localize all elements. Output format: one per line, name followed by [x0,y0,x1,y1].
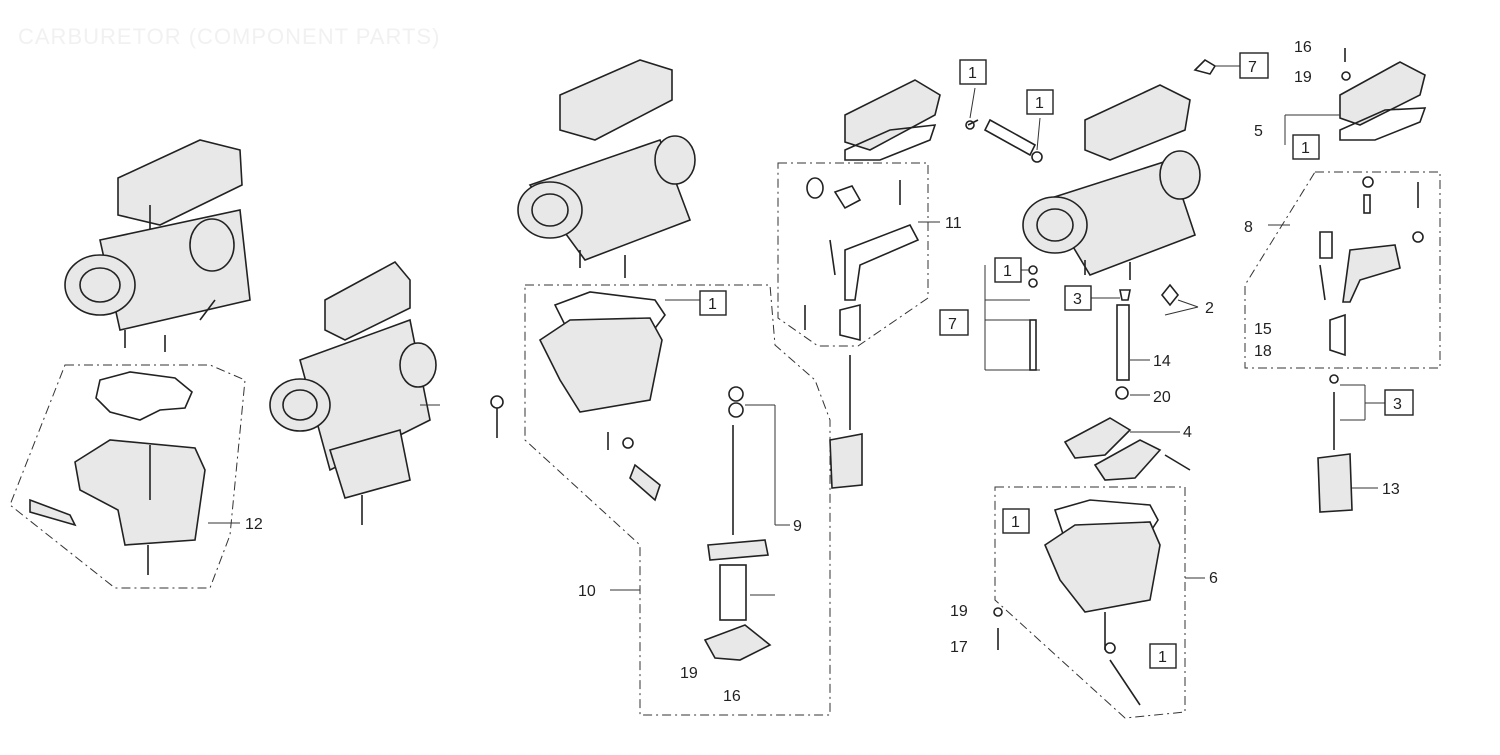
callout-19-lower: 19 [950,603,968,620]
svg-text:1: 1 [1158,649,1167,666]
top-cover-center [844,79,941,161]
callout-8: 8 [1244,219,1253,236]
boxed-callout-1-float-chamber: 1 [699,290,727,316]
callout-16-right: 16 [1294,39,1312,56]
boxed-callouts: 1 1 1 1 7 1 1 7 [699,52,1414,669]
callout-2: 2 [1205,300,1214,317]
diaphragm-part-4 [1063,417,1191,481]
carburetor-assembly-right [1022,84,1201,280]
svg-text:7: 7 [948,316,957,333]
callout-14: 14 [1153,353,1171,370]
boxed-callout-1-drain: 1 [1149,643,1177,669]
callout-6: 6 [1209,570,1218,587]
callout-4: 4 [1183,424,1192,441]
boxed-callout-1-top-left: 1 [959,59,987,85]
svg-text:1: 1 [1003,263,1012,280]
boxed-callout-1-cover-right: 1 [1292,134,1320,160]
boxed-callout-1-float-chamber-right: 1 [1002,508,1030,534]
callout-16-center: 16 [723,688,741,705]
callout-20: 20 [1153,389,1171,406]
callout-13: 13 [1382,481,1400,498]
svg-text:1: 1 [708,296,717,313]
callout-18: 18 [1254,343,1272,360]
throttle-linkage-group-11 [777,162,940,489]
needle-jet-group [984,265,1199,400]
boxed-callout-1-top-mid: 1 [1026,89,1054,115]
callout-10: 10 [578,583,596,600]
boxed-callout-1-needle-jet: 1 [994,257,1022,283]
callout-5: 5 [1254,123,1263,140]
svg-text:7: 7 [1248,59,1257,76]
svg-text:1: 1 [1035,95,1044,112]
throttle-linkage-group-8 [1244,171,1441,369]
svg-text:3: 3 [1393,396,1402,413]
float-chamber-group-12 [9,364,246,589]
bolt-part-7 [1193,58,1240,75]
boxed-callout-3-right: 3 [1384,389,1414,416]
callout-12: 12 [245,516,263,533]
boxed-callout-7-mid: 7 [939,309,969,336]
callout-19-right: 19 [1294,69,1312,86]
callout-15: 15 [1254,321,1272,338]
pilot-screw-part [965,87,1043,163]
boxed-callout-7-top: 7 [1239,52,1269,79]
diagram-title: CARBURETOR (COMPONENT PARTS) [18,24,441,49]
float-chamber-group-6 [993,486,1205,719]
callout-11: 11 [945,215,962,232]
callout-19-center: 19 [680,665,698,682]
top-cover-right [1284,48,1427,145]
callout-9: 9 [793,518,802,535]
carburetor-assembly-center [517,59,696,278]
boxed-callout-3-mid: 3 [1064,285,1092,311]
svg-text:1: 1 [968,65,977,82]
svg-text:1: 1 [1301,140,1310,157]
screw-loose-part [490,395,504,438]
carburetor-assembly-left [64,139,251,352]
svg-text:1: 1 [1011,514,1020,531]
svg-text:3: 3 [1073,291,1082,308]
callout-17: 17 [950,639,968,656]
float-part-13 [1317,374,1385,513]
carburetor-assembly-center-left [269,260,440,525]
float-chamber-group-10 [524,284,831,716]
callout-labels: 12 10 9 19 16 11 2 14 20 4 6 19 17 16 19… [245,39,1400,705]
